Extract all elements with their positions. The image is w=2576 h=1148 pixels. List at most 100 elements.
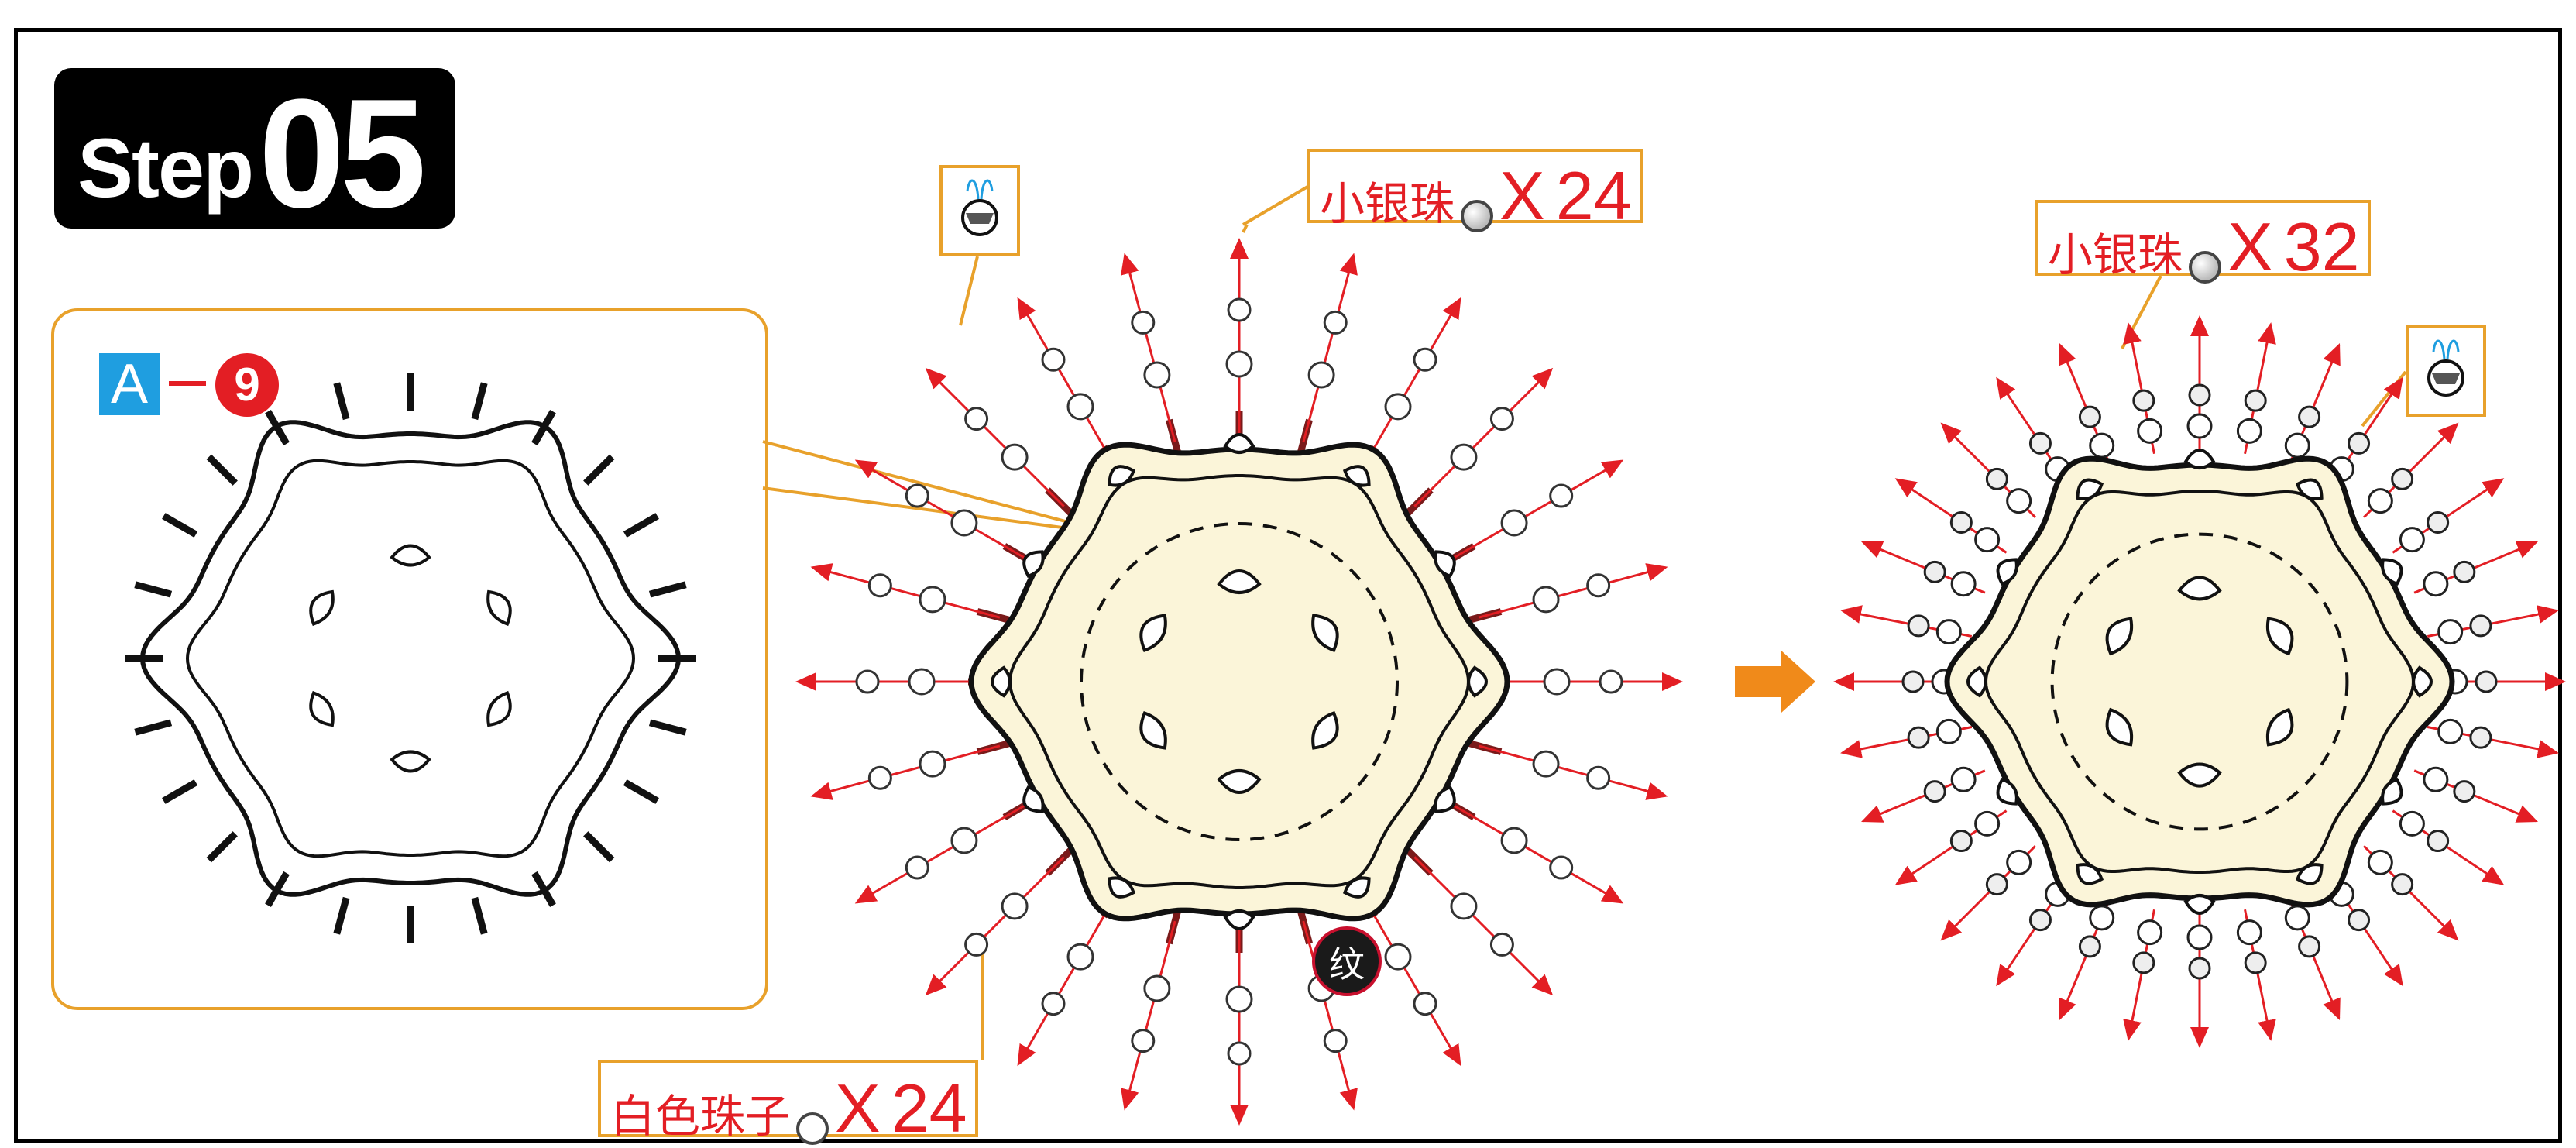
white-bead-icon [2186, 413, 2213, 439]
callout-quantity: 24 [1555, 157, 1632, 234]
silver-bead-icon [2132, 951, 2155, 974]
bead-arrow [1017, 297, 1117, 468]
silver-bead-icon [1985, 873, 2008, 896]
step-word: Step [77, 121, 254, 215]
ornament-scallop [1342, 465, 1371, 487]
white-bead-icon [2284, 905, 2310, 931]
silver-bead-icon [2078, 405, 2101, 428]
bead-arrow [925, 367, 1065, 507]
ornament-cutout [2177, 762, 2222, 788]
ornament-before-beads [795, 238, 1683, 1126]
white-bead-icon [2284, 432, 2310, 459]
white-bead-icon [1935, 718, 1962, 744]
bead-arrow [925, 856, 1065, 996]
ornament-scallop [2412, 665, 2433, 698]
bead-arrow [854, 459, 1025, 559]
white-bead-icon [2437, 619, 2464, 645]
white-bead-icon [2089, 905, 2115, 931]
ornament-scallop [991, 665, 1012, 698]
white-bead-icon [1543, 668, 1571, 696]
silver-bead-icon [2348, 431, 2371, 455]
bead-arrow [810, 563, 1001, 619]
silver-bead-icon [2189, 250, 2222, 284]
ornament-scallop [1996, 777, 2018, 806]
step-number: 05 [259, 67, 426, 240]
ornament-with-beads [1833, 315, 2566, 1048]
ornament-scallop [2183, 449, 2216, 469]
part-peg [265, 410, 290, 446]
white-bead-icon [2423, 571, 2449, 597]
ornament-scallop [2076, 478, 2104, 500]
part-peg [531, 871, 556, 907]
white-bead-icon [1500, 509, 1528, 537]
white-bead-icon [1225, 985, 1253, 1013]
silver-bead-icon [1923, 560, 1946, 583]
white-bead-icon [1225, 350, 1253, 378]
ornament-cutout [2265, 707, 2294, 747]
part-peg [583, 831, 615, 863]
silver-bead-icon [1949, 510, 1973, 534]
part-detail-panel [51, 308, 768, 1010]
right-arrow-icon [1735, 651, 1815, 713]
silver-bead-icon [905, 855, 929, 880]
white-bead-icon [1066, 943, 1094, 971]
silver-bead-icon [1923, 780, 1946, 803]
white-bead-icon [1450, 443, 1478, 471]
silver-bead-icon [2427, 830, 2450, 853]
silver-bead-icon [2427, 510, 2450, 534]
silver-bead-icon [2453, 780, 2476, 803]
white-bead-icon [950, 827, 978, 854]
part-peg [471, 896, 488, 935]
silver-bead-icon [855, 669, 880, 694]
bead-arrow [810, 744, 1001, 800]
white-bead-icon [1935, 619, 1962, 645]
silver-bead-icon [2188, 957, 2211, 980]
white-bead-icon [1500, 827, 1528, 854]
white-bead-icon [1384, 943, 1412, 971]
ornament-cutout [1311, 710, 1339, 750]
bead-arrow [1121, 253, 1176, 443]
bead-arrow [1362, 297, 1461, 468]
ornament-cut-ring [2050, 532, 2349, 831]
silver-bead-icon [1949, 830, 1973, 853]
silver-bead-icon [2244, 389, 2267, 412]
part-sheet-letter: A [99, 353, 160, 415]
ornament-scallop [1223, 433, 1255, 454]
bead-arrow [1413, 367, 1554, 507]
silver-bead-icon [2028, 431, 2052, 455]
bead-arrow [1453, 804, 1624, 904]
white-bead-icon [2399, 527, 2425, 553]
white-bead-icon [2367, 488, 2393, 514]
bead-insert-hint [939, 165, 1020, 256]
white-bead-icon [796, 1112, 829, 1145]
white-bead-icon [1450, 892, 1478, 920]
part-dash [169, 381, 206, 386]
silver-bead-icon [1586, 573, 1611, 598]
leader-line [2121, 275, 2162, 349]
bead-arrow [1121, 920, 1176, 1111]
silver-bead-icon [1041, 347, 1066, 372]
silver-bead-icon [867, 765, 892, 790]
silver-bead-icon [2453, 560, 2476, 583]
part-peg [265, 871, 290, 907]
ornament-scallop [1434, 550, 1456, 579]
leader-line [762, 440, 1116, 536]
part-peg [623, 513, 659, 538]
silver-bead-icon [2298, 935, 2321, 958]
silver-bead-icon [1549, 483, 1574, 508]
part-peg [134, 581, 173, 598]
silver-bead-icon [2188, 383, 2211, 407]
white-bead-icon [2399, 810, 2425, 837]
callout-name: 小银珠 [1320, 177, 1455, 230]
white-bead-icon [2137, 418, 2163, 444]
white-bead-icon [1001, 892, 1029, 920]
silver-bead-icon [2475, 670, 2498, 693]
white-bead-icon [2006, 849, 2032, 875]
part-peg [162, 779, 198, 804]
ornament-scallop [1467, 665, 1488, 698]
ornament-scallop [2295, 863, 2324, 885]
silver-bead-icon [2298, 405, 2321, 428]
ornament-scallop [2183, 894, 2216, 915]
leader-line [959, 256, 979, 326]
